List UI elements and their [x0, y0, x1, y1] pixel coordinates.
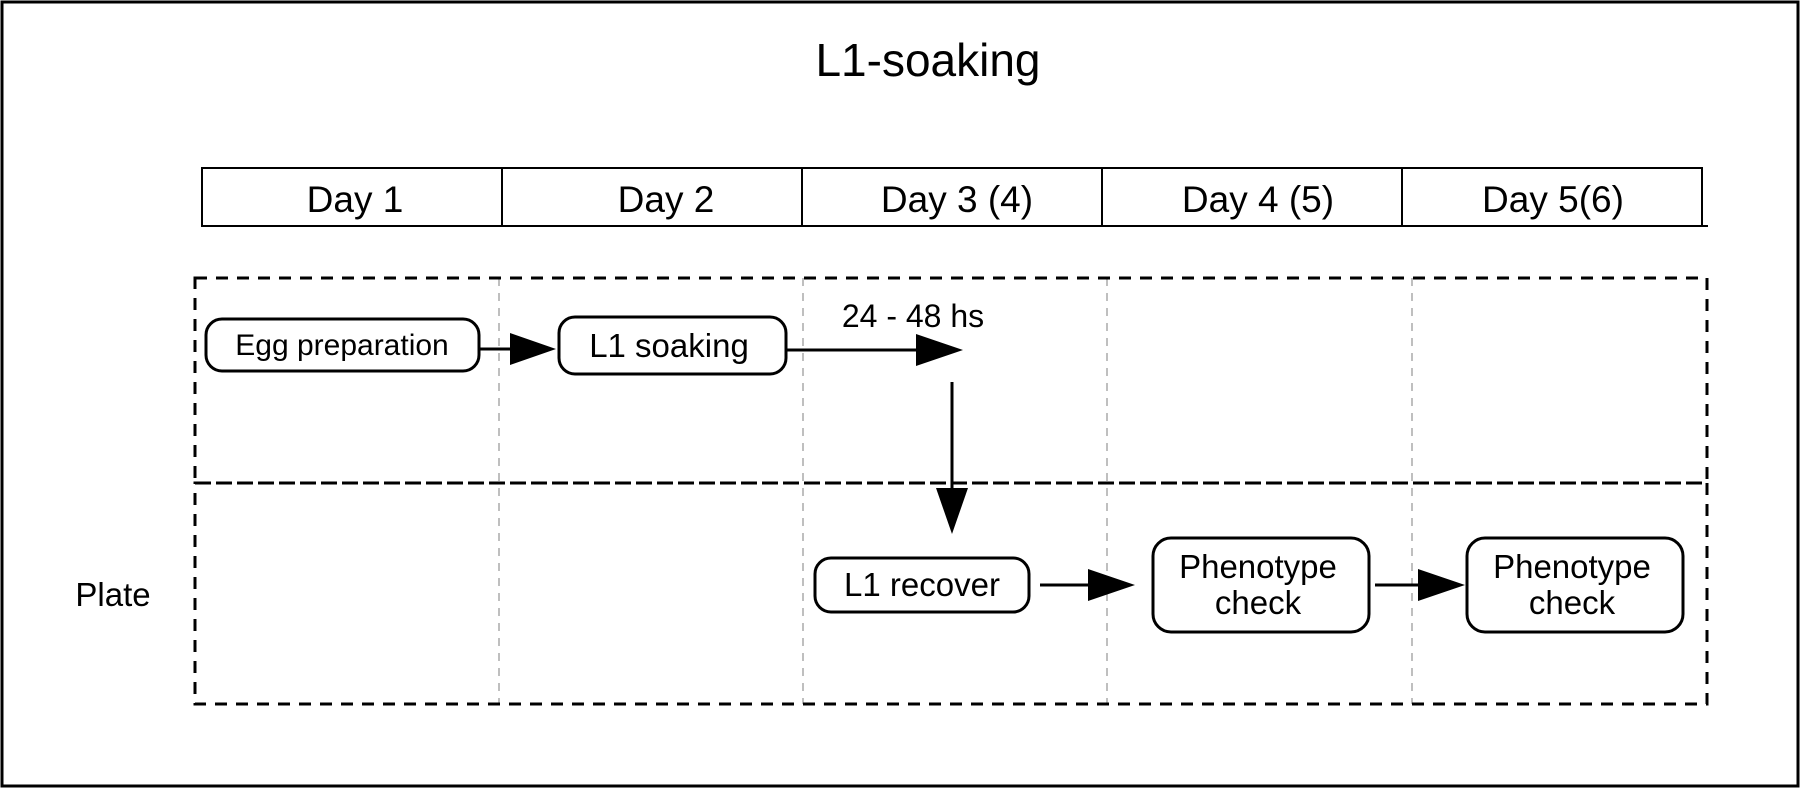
day-grid-lines — [498, 278, 1413, 704]
step-label-line-2: check — [1215, 584, 1302, 621]
step-label: Egg preparation — [235, 329, 449, 362]
soaking-lane — [193, 276, 1709, 485]
arrowhead-egg-to-soaking — [510, 333, 556, 365]
step-label: L1 recover — [844, 566, 1000, 603]
step-label-line-1: Phenotype — [1179, 548, 1337, 585]
step-egg-preparation: Egg preparation — [204, 317, 481, 373]
step-l1-soaking: L1 soaking — [557, 315, 788, 376]
arrowhead-check1-to-check2 — [1418, 569, 1465, 601]
step-phenotype-check-2: Phenotype check — [1465, 536, 1685, 634]
day-label-3: Day 3 (4) — [881, 179, 1033, 220]
day-label-2: Day 2 — [618, 179, 715, 220]
arrowhead-recover-to-check1 — [1088, 569, 1135, 601]
diagram-title: L1-soaking — [815, 34, 1040, 86]
step-label-line-1: Phenotype — [1493, 548, 1651, 585]
step-phenotype-check-1: Phenotype check — [1151, 536, 1371, 634]
day-header: Day 1 Day 2 Day 3 (4) Day 4 (5) Day 5(6) — [201, 167, 1708, 227]
day-label-4: Day 4 (5) — [1182, 179, 1334, 220]
step-l1-recover: L1 recover — [813, 556, 1031, 614]
day-label-1: Day 1 — [307, 179, 404, 220]
plate-row-label: Plate — [75, 576, 150, 613]
arrowhead-soaking-duration — [916, 334, 963, 366]
flow-arrows — [479, 333, 1465, 601]
day-label-5: Day 5(6) — [1482, 179, 1624, 220]
arrowhead-duration-to-recover — [936, 488, 968, 534]
duration-label: 24 - 48 hs — [842, 298, 984, 334]
step-label-line-2: check — [1529, 584, 1616, 621]
step-label: L1 soaking — [589, 327, 749, 364]
